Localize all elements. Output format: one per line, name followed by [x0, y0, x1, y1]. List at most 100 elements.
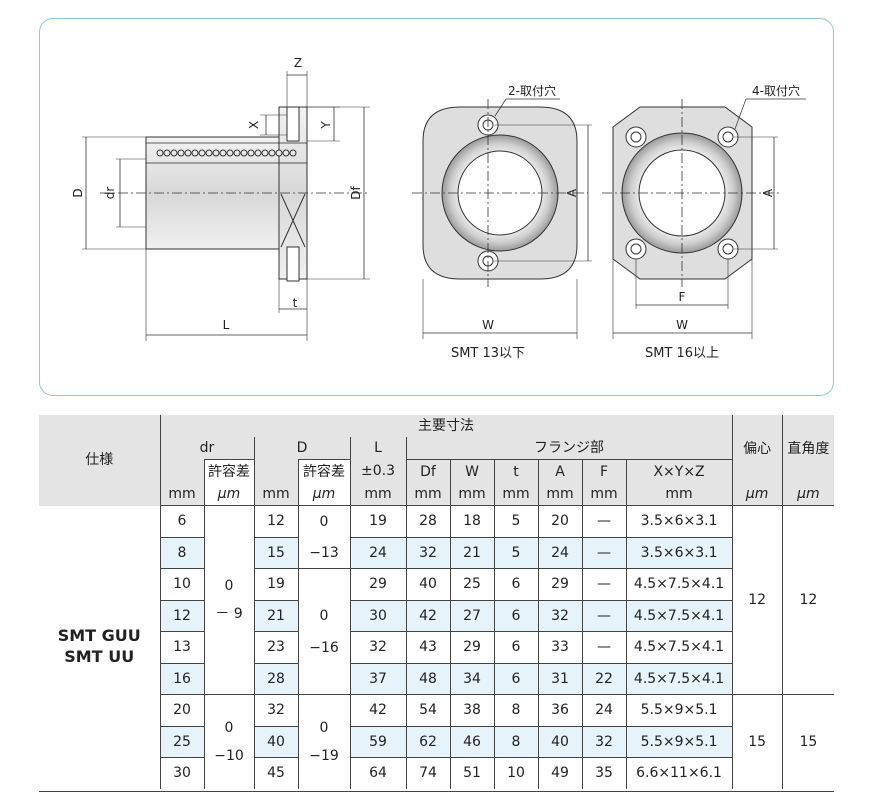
cell-l: 59: [349, 725, 406, 758]
header-xyz: X×Y×Z: [625, 459, 733, 483]
cell-xyz: 4.5×7.5×4.1: [625, 599, 733, 632]
header-dr-tolerance: 許容差: [203, 459, 254, 483]
cell-d-tol: 0: [297, 505, 350, 537]
label-l: L: [223, 318, 230, 332]
label-dr: dr: [103, 187, 117, 200]
header-t: t: [493, 459, 538, 483]
cell-f: —: [581, 568, 626, 600]
cell-perpendicularity: 12: [781, 505, 835, 695]
table-row: SMT GUU SMT UU 6 0 － 9 12 0 19 28 18 5 2…: [39, 505, 835, 789]
table-row: 12 21 30 42 27 6 32 — 4.5×7.5×4.1: [39, 599, 834, 632]
unit-xyz: mm: [625, 483, 733, 506]
cell-a: 36: [537, 694, 582, 726]
cell-dr: 25: [159, 725, 204, 758]
spec-name-line1: SMT GUU: [57, 626, 141, 646]
dr-tol-upper: 0: [224, 578, 234, 594]
cell-a: 32: [537, 599, 582, 632]
cell-df: 48: [405, 662, 450, 695]
cell-df: 74: [405, 757, 450, 789]
table-row: 13 23 32 43 29 6 33 — 4.5×7.5×4.1: [39, 631, 834, 663]
cell-l: 29: [349, 568, 406, 600]
cell-t: 10: [493, 757, 538, 789]
cell-w: 34: [449, 662, 494, 695]
cell-dr-tol: 0 −10: [203, 694, 254, 789]
cell-a: 24: [537, 536, 582, 569]
cell-perpendicularity: 15: [781, 694, 835, 789]
label-y: Y: [319, 121, 333, 130]
dr-tol-lower: － 9: [215, 606, 243, 622]
table-row: 16 28 37 48 34 6 31 22 4.5×7.5×4.1: [39, 662, 834, 695]
cell-xyz: 5.5×9×5.1: [625, 725, 733, 758]
cell-t: 5: [493, 536, 538, 569]
label-df: Df: [349, 185, 363, 199]
cell-w: 21: [449, 536, 494, 569]
cell-a: 33: [537, 631, 582, 663]
dr-tol-upper: 0: [224, 719, 234, 736]
cell-dr: 8: [159, 536, 204, 569]
cell-f: 35: [581, 757, 626, 789]
cell-d: 19: [253, 568, 298, 600]
label-x: X: [247, 121, 261, 129]
label-f-large: F: [679, 290, 686, 304]
cell-d: 45: [253, 757, 298, 789]
unit-df: mm: [405, 483, 450, 506]
cell-a: 49: [537, 757, 582, 789]
unit-dr-tol: μm: [203, 483, 254, 506]
cell-dr: 16: [159, 662, 204, 695]
label-a-large: A: [761, 188, 775, 197]
cell-d: 40: [253, 725, 298, 758]
dr-tol-lower: −10: [214, 747, 244, 764]
unit-w: mm: [449, 483, 494, 506]
caption-large: SMT 16以上: [645, 346, 719, 361]
cell-t: 6: [493, 662, 538, 695]
cell-df: 32: [405, 536, 450, 569]
header-l-tolerance: ±0.3: [349, 459, 406, 483]
label-w-large: W: [676, 318, 688, 332]
cell-dr: 12: [159, 599, 204, 632]
cell-t: 5: [493, 505, 538, 537]
cell-l: 42: [349, 694, 406, 726]
label-z: Z: [294, 56, 302, 70]
table-row: 20 0 −10 32 0 −19 42 54 38 8 36 24 5.5×9…: [39, 694, 835, 789]
side-view: [82, 71, 370, 341]
cell-xyz: 4.5×7.5×4.1: [625, 568, 733, 600]
cell-d: 32: [253, 694, 298, 726]
spec-name: SMT GUU SMT UU: [39, 505, 160, 789]
table-row: 25 40 59 62 46 8 40 32 5.5×9×5.1: [39, 725, 834, 758]
header-df: Df: [405, 459, 450, 483]
label-w-small: W: [482, 318, 494, 332]
cell-eccentricity: 15: [731, 694, 783, 789]
d-tol-lower: −16: [309, 639, 339, 656]
cell-df: 54: [405, 694, 450, 726]
cell-xyz: 3.5×6×3.1: [625, 505, 733, 537]
table-bottom-rule: [39, 791, 834, 792]
cell-l: 32: [349, 631, 406, 663]
cell-d: 21: [253, 599, 298, 632]
cell-d-tol: −13: [297, 537, 350, 569]
unit-d: mm: [253, 483, 298, 506]
cell-f: —: [581, 536, 626, 569]
unit-d-tol: μm: [297, 483, 350, 506]
header-eccentricity: 偏心: [731, 415, 783, 483]
header-flange: フランジ部: [405, 437, 733, 460]
cell-dr-tol: 0 － 9: [203, 505, 254, 695]
unit-t: mm: [493, 483, 538, 506]
header-f: F: [581, 459, 626, 483]
cell-xyz: 5.5×9×5.1: [625, 694, 733, 726]
ball-row: [156, 149, 297, 157]
header-dr: dr: [159, 437, 254, 460]
cell-df: 43: [405, 631, 450, 663]
hole-label-2: 2-取付穴: [508, 83, 556, 98]
spec-table: 仕様 主要寸法 偏心 直角度 dr D L フランジ部 許容差 許容差 ±0.3…: [39, 415, 835, 789]
cell-df: 42: [405, 599, 450, 632]
cell-t: 6: [493, 599, 538, 632]
cell-d: 23: [253, 631, 298, 663]
cell-df: 28: [405, 505, 450, 537]
cell-w: 29: [449, 631, 494, 663]
cell-d: 12: [253, 505, 298, 537]
cell-xyz: 4.5×7.5×4.1: [625, 631, 733, 663]
d-tol-lower: −19: [309, 747, 339, 764]
table-row: 30 45 64 74 51 10 49 35 6.6×11×6.1: [39, 757, 834, 789]
d-tol-upper: 0: [319, 607, 329, 624]
cell-f: —: [581, 505, 626, 537]
